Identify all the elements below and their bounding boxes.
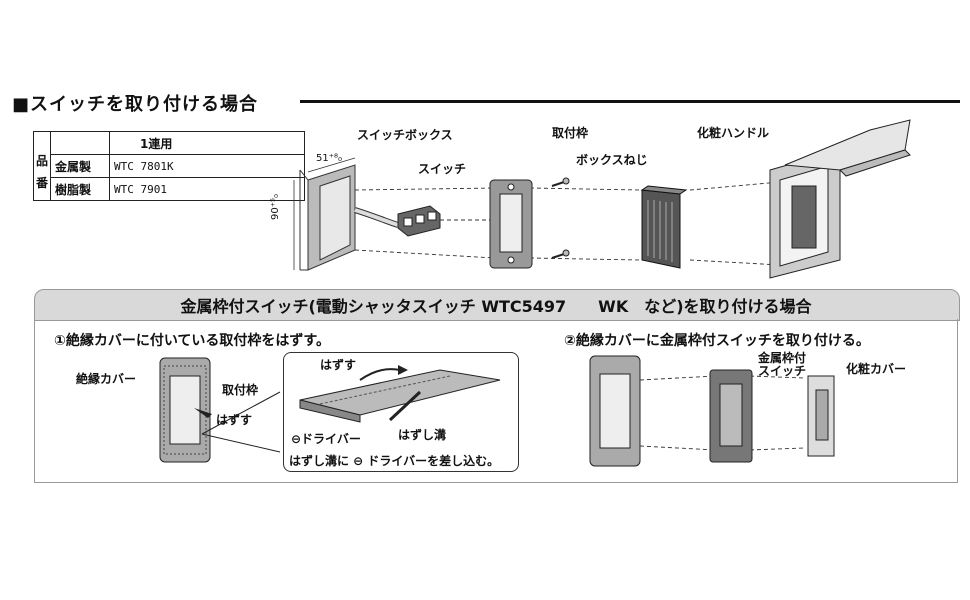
mount-frame-illustration [489,179,533,269]
switch-illustration [397,205,441,237]
table-header: 1連用 [109,131,305,155]
weatherproof-cover-illustration [769,119,911,279]
title-rule [300,100,960,103]
remove-label: はずす [216,413,253,427]
code-cell: WTC 7801K [109,154,305,178]
top-exploded-diagram [293,119,911,279]
step2-title: ②絶縁カバーに金属枠付スイッチを取り付ける。 [564,333,870,349]
insert-instruction: はずし溝に ⊖ ドライバーを差し込む。 [289,454,500,468]
table-row: 樹脂製 WTC 7901 [34,177,305,201]
table-row: 金属製 WTC 7801K [34,154,305,178]
side-label-2: 番 [35,176,48,190]
material-cell: 樹脂製 [50,177,110,201]
box-screw-illustration [551,177,570,259]
driver-label: ⊖ドライバー [291,432,361,446]
inset-illustration [299,365,501,423]
decor-cover-label: 化粧カバー [846,362,907,376]
insulating-cover-label: 絶縁カバー [76,372,137,386]
code-cell: WTC 7901 [109,177,305,201]
switch-box-label: スイッチボックス [357,128,453,142]
step1-title: ①絶縁カバーに付いている取付枠をはずす。 [54,333,331,349]
switch-box-illustration [293,157,356,271]
material-cell: 金属製 [50,154,110,178]
box-screw-label: ボックスねじ [576,153,648,167]
header-empty [50,131,110,155]
side-label-1: 品 [35,154,48,168]
section-title: ■スイッチを取り付ける場合 [12,94,259,115]
product-number-table: 品 番 1連用 金属製 WTC 7801K 樹脂製 WTC 7901 [33,131,305,201]
switch-label: スイッチ [418,162,467,176]
side-label: 品 番 [33,131,51,201]
decor-handle-illustration [640,185,688,269]
guide-lines [354,181,781,266]
case-banner [34,289,960,321]
case-banner-text: 金属枠付スイッチ(電動シャッタスイッチ WTC5497 WK など)を取り付ける… [180,297,812,316]
step2-illustration [589,355,835,467]
decor-handle-label: 化粧ハンドル [697,126,770,140]
groove-label: はずし溝 [398,428,447,442]
metal-switch-label: 金属枠付 スイッチ [758,351,807,378]
inset-remove-label: はずす [320,358,357,372]
height-dimension: 90⁺⁵₀ [270,193,281,220]
step1-mount-frame-label: 取付枠 [222,383,259,397]
case-frame [34,319,958,483]
step1-illustration [159,357,281,463]
mount-frame-label: 取付枠 [552,126,589,140]
width-dimension: 51⁺⁸₀ [316,153,343,164]
